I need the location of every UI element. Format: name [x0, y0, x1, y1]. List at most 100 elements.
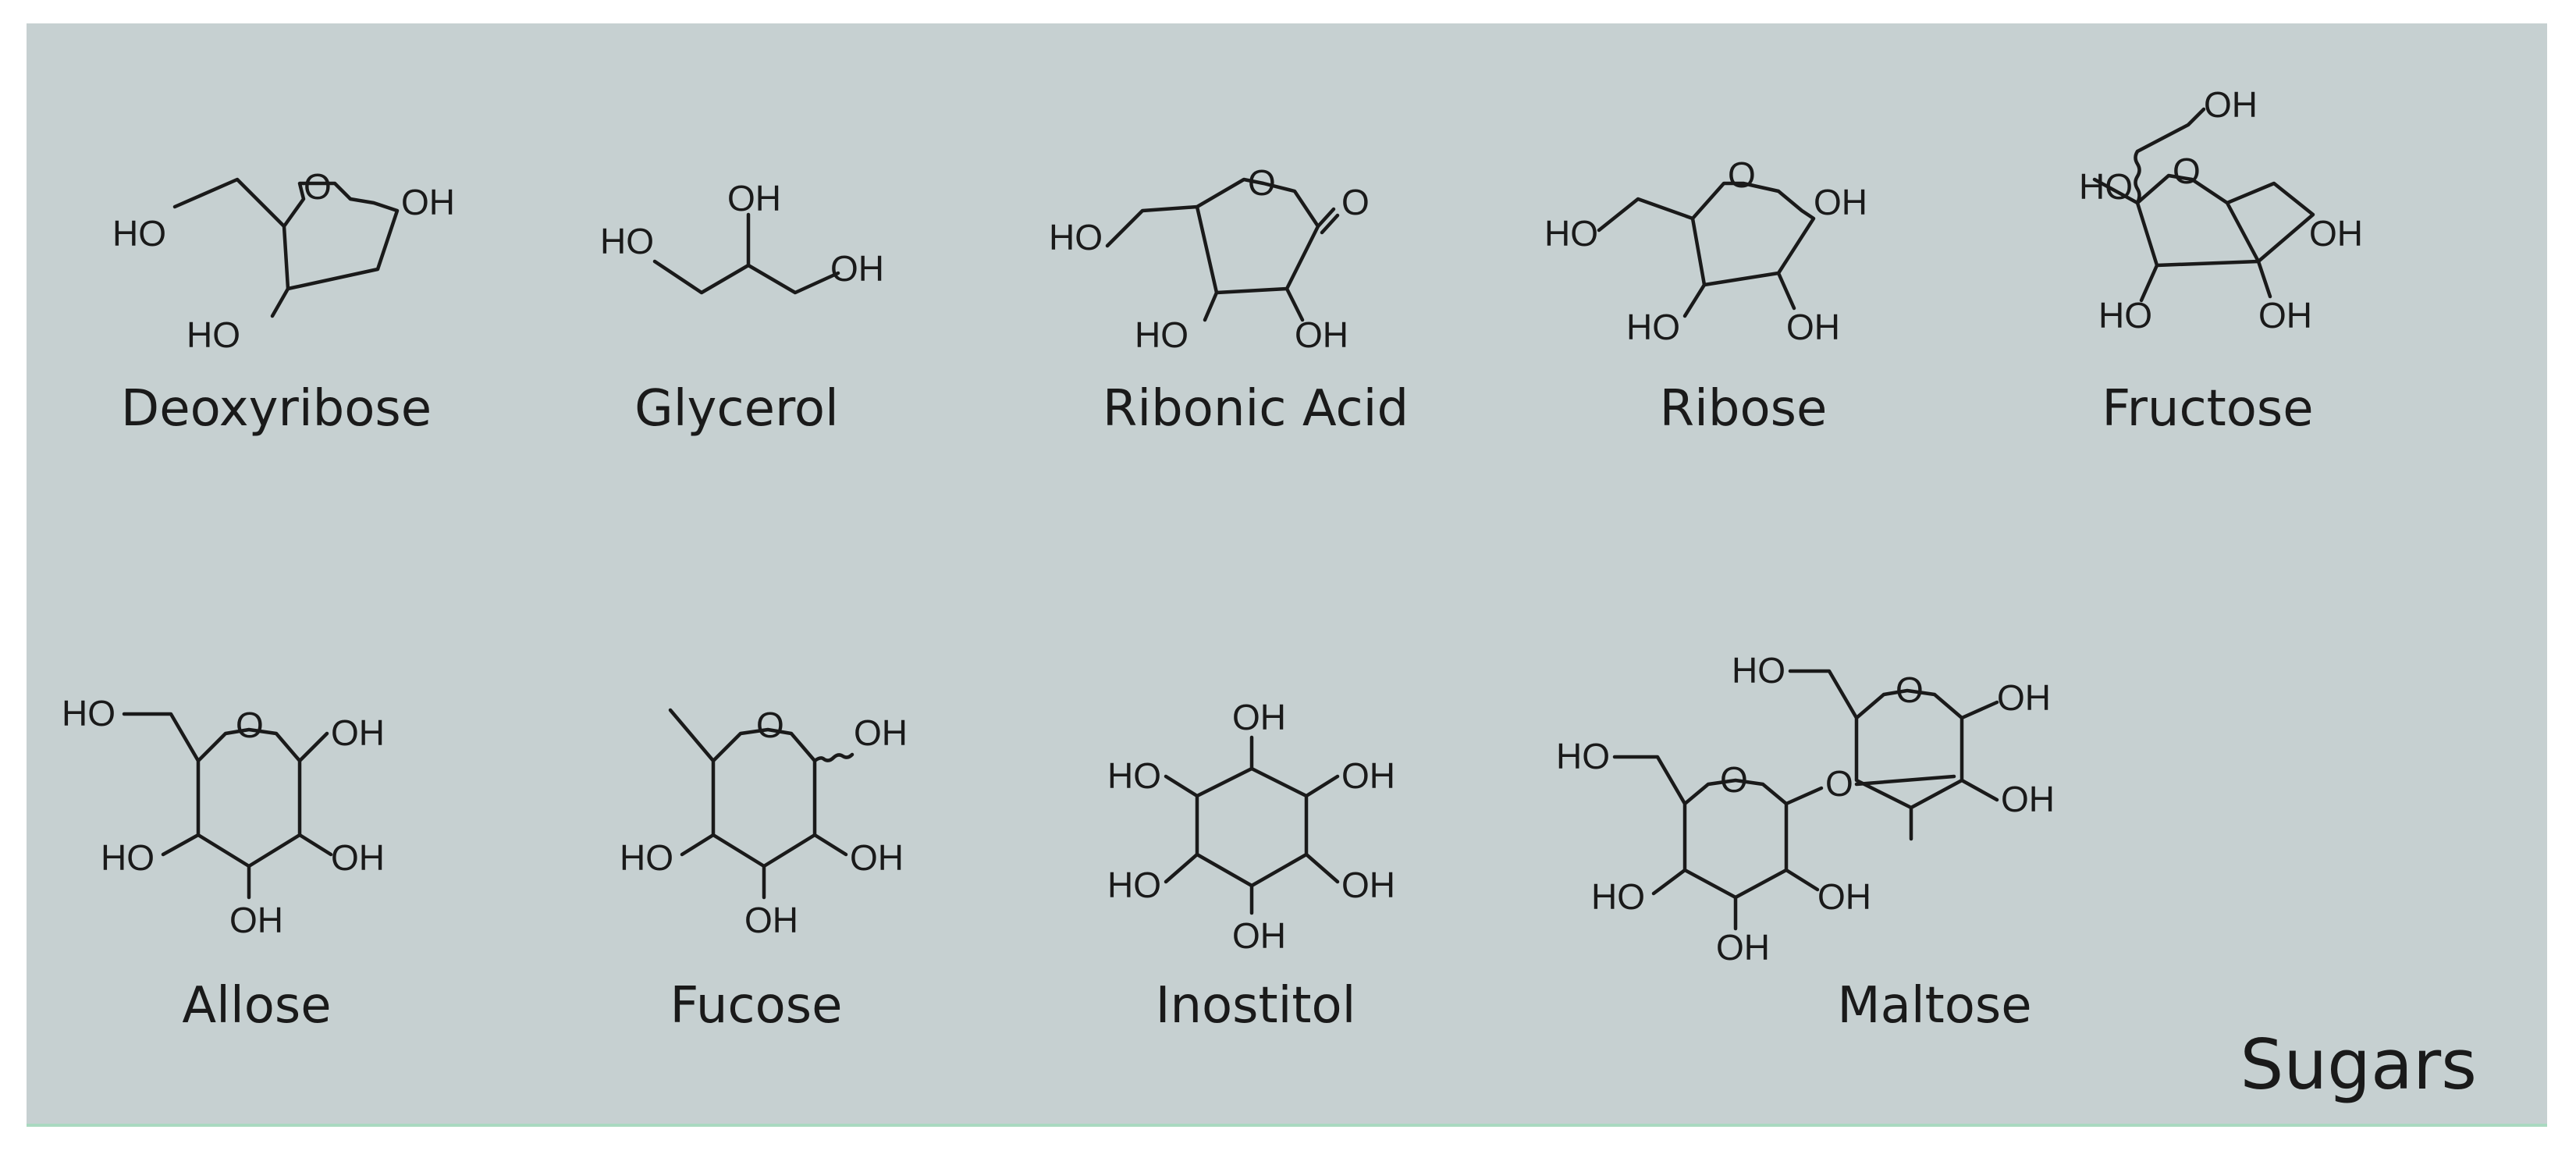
bonds: [2092, 173, 2315, 264]
atom-label: HO: [1556, 736, 1610, 776]
molecule-deoxyribose: HO O OH HO Deoxyribose: [112, 166, 455, 438]
molecule-maltose: HO O OH HO O HO OH OH O OH Maltose: [1556, 650, 2055, 1035]
sugars-panel: HO O OH HO Deoxyribose HO OH OH Glycerol…: [27, 23, 2547, 1127]
atom-label: HO: [1544, 213, 1598, 254]
atom-label: HO: [101, 837, 155, 878]
bond: [1316, 207, 1336, 229]
atom-label: OH: [1997, 677, 2051, 718]
bond: [1304, 852, 1340, 884]
atom-label: OH: [1341, 755, 1395, 796]
atom-label: O: [756, 705, 784, 745]
molecule-name: Allose: [182, 977, 331, 1035]
bond: [1203, 290, 1219, 322]
bond: [812, 833, 848, 857]
atom-label: OH: [2309, 213, 2363, 254]
atom-label: HO: [600, 221, 654, 261]
bond: [1320, 213, 1340, 235]
molecule-ribonic-acid: HO O O HO OH Ribonic Acid: [1049, 162, 1409, 438]
atom-label: OH: [727, 178, 781, 218]
atom-label: HO: [1107, 755, 1161, 796]
molecule-name: Fructose: [2102, 380, 2313, 438]
molecule-inostitol: OH HO OH HO OH OH Inostitol: [1107, 697, 1395, 1035]
bonds: [2135, 201, 2261, 268]
bond: [1164, 774, 1199, 798]
section-label: Sugars: [2240, 1025, 2477, 1105]
ring: [1195, 766, 1309, 888]
atom-label: O: [1720, 759, 1748, 800]
atom-label: HO: [620, 837, 673, 878]
atom-label: HO: [1591, 876, 1645, 917]
molecule-name: Fucose: [670, 977, 843, 1035]
atom-label: OH: [331, 837, 385, 878]
bond: [2256, 259, 2272, 299]
bonds: [172, 177, 400, 291]
atom-label: O: [1728, 155, 1756, 195]
atom-label: OH: [229, 900, 283, 940]
atom-label: OH: [2001, 779, 2055, 819]
atom-label: OH: [1786, 307, 1840, 347]
bonds: [122, 712, 329, 868]
bond: [1784, 786, 1824, 806]
molecule-fructose: OH HO O OH HO OH Fructose: [2079, 84, 2363, 438]
molecule-name: Glycerol: [634, 380, 839, 438]
atom-label: HO: [1107, 865, 1161, 905]
bond: [1854, 774, 1956, 787]
atom-label: OH: [1341, 865, 1395, 905]
atom-label: HO: [1049, 217, 1103, 258]
atom-label: O: [2173, 151, 2201, 191]
bond: [1960, 778, 1999, 802]
molecule-name: Maltose: [1837, 977, 2031, 1035]
atom-label: O: [1248, 162, 1276, 203]
atom-label: HO: [2079, 166, 2133, 207]
wavy-bond: [812, 752, 855, 763]
atom-label: OH: [830, 248, 884, 289]
bonds: [1597, 181, 1816, 287]
atom-label: OH: [744, 900, 798, 940]
atom-label: OH: [2204, 84, 2258, 125]
atom-label: OH: [1232, 915, 1286, 956]
wavy-bond: [2134, 107, 2206, 205]
atom-label: OH: [1817, 876, 1871, 917]
molecule-name: Ribonic Acid: [1103, 380, 1409, 438]
bond: [161, 833, 201, 857]
bond: [1776, 271, 1796, 311]
bond: [1682, 282, 1707, 318]
atom-label: OH: [854, 712, 908, 753]
bond: [297, 833, 333, 857]
bond: [1960, 700, 1999, 720]
bond: [270, 286, 290, 318]
bond: [1304, 774, 1340, 798]
molecule-name: Ribose: [1660, 380, 1828, 438]
molecule-name: Deoxyribose: [121, 380, 432, 438]
molecule-ribose: HO O OH HO OH Ribose: [1544, 155, 1867, 438]
atom-label: HO: [187, 314, 240, 355]
structures-canvas: HO O OH HO Deoxyribose HO OH OH Glycerol…: [62, 84, 2477, 1105]
atom-label: O: [236, 705, 264, 745]
atom-label: HO: [1626, 307, 1680, 347]
bonds: [1788, 669, 1964, 810]
bond: [2139, 263, 2159, 303]
bonds: [1612, 755, 1789, 900]
atom-label: HO: [1135, 314, 1189, 355]
atom-label: O: [1896, 670, 1924, 710]
molecule-name: Inostitol: [1156, 977, 1356, 1035]
bond: [1284, 286, 1305, 322]
bonds: [1105, 177, 1320, 295]
molecule-allose: HO O OH HO OH OH Allose: [62, 693, 385, 1035]
atom-label: OH: [331, 712, 385, 753]
atom-label: OH: [401, 182, 455, 222]
atom-label: HO: [62, 693, 115, 734]
bond: [1651, 868, 1687, 896]
atom-label: OH: [2258, 295, 2312, 336]
bond: [1784, 868, 1820, 892]
atom-label: OH: [1716, 927, 1770, 968]
atom-label: OH: [1232, 697, 1286, 737]
atom-label: OH: [850, 837, 904, 878]
atom-label: O: [1341, 182, 1370, 222]
bond: [680, 833, 716, 857]
atom-label: O: [1825, 763, 1853, 804]
atom-label: HO: [2098, 295, 2152, 336]
molecule-fucose: O OH HO OH OH Fucose: [620, 705, 908, 1035]
molecule-glycerol: HO OH OH Glycerol: [600, 178, 884, 438]
bond: [1164, 852, 1199, 884]
